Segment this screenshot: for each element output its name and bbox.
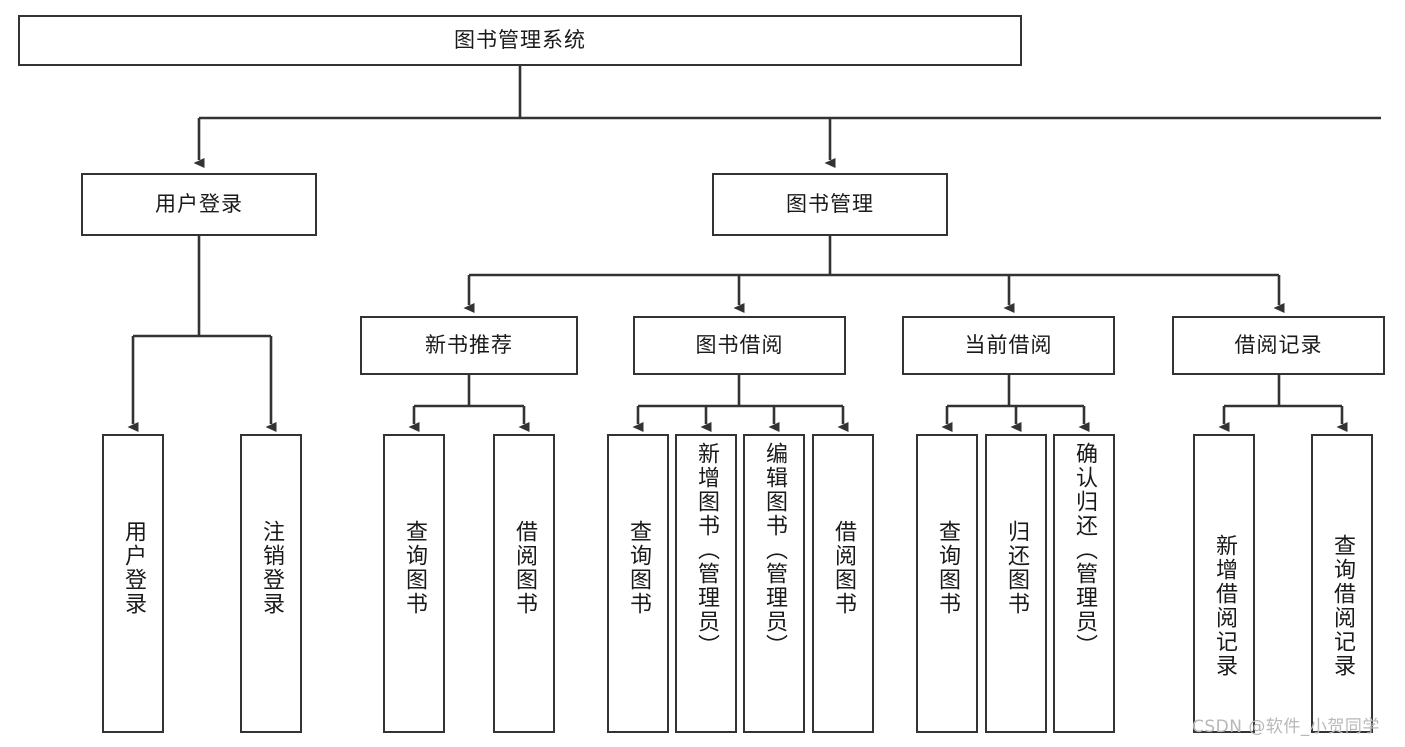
node-new-book-recommend[interactable]: 新书推荐 bbox=[360, 316, 578, 375]
node-book-manage[interactable]: 图书管理 bbox=[712, 173, 948, 236]
leaf-query-book-2-label: 查询图书 bbox=[625, 520, 651, 616]
leaf-user-logout[interactable]: 注销登录 bbox=[240, 434, 302, 733]
leaf-add-book[interactable]: 新增图书（管理员） bbox=[675, 434, 737, 733]
node-user-login[interactable]: 用户登录 bbox=[81, 173, 317, 236]
leaf-query-book-2[interactable]: 查询图书 bbox=[607, 434, 669, 733]
leaf-user-login-label: 用户登录 bbox=[120, 520, 146, 616]
leaf-confirm-return-label: 确认归还（管理员） bbox=[1071, 442, 1097, 658]
leaf-user-login[interactable]: 用户登录 bbox=[102, 434, 164, 733]
node-borrow-record[interactable]: 借阅记录 bbox=[1172, 316, 1385, 375]
node-book-borrow-label: 图书借阅 bbox=[695, 332, 784, 357]
node-current-borrow-label: 当前借阅 bbox=[964, 332, 1053, 357]
leaf-add-record-label: 新增借阅记录 bbox=[1211, 534, 1237, 678]
leaf-add-record[interactable]: 新增借阅记录 bbox=[1193, 434, 1255, 733]
leaf-borrow-book-1[interactable]: 借阅图书 bbox=[493, 434, 555, 733]
leaf-confirm-return[interactable]: 确认归还（管理员） bbox=[1053, 434, 1115, 733]
leaf-query-book-1[interactable]: 查询图书 bbox=[383, 434, 445, 733]
node-user-login-label: 用户登录 bbox=[155, 191, 243, 216]
node-root[interactable]: 图书管理系统 bbox=[18, 15, 1022, 66]
node-book-manage-label: 图书管理 bbox=[786, 191, 874, 216]
leaf-query-record-label: 查询借阅记录 bbox=[1329, 534, 1355, 678]
node-borrow-record-label: 借阅记录 bbox=[1234, 332, 1323, 357]
leaf-edit-book[interactable]: 编辑图书（管理员） bbox=[743, 434, 805, 733]
leaf-query-book-3[interactable]: 查询图书 bbox=[916, 434, 978, 733]
leaf-return-book-label: 归还图书 bbox=[1003, 520, 1029, 616]
leaf-add-book-label: 新增图书（管理员） bbox=[693, 442, 719, 658]
leaf-edit-book-label: 编辑图书（管理员） bbox=[761, 442, 787, 658]
leaf-borrow-book-1-label: 借阅图书 bbox=[511, 520, 537, 616]
leaf-query-record[interactable]: 查询借阅记录 bbox=[1311, 434, 1373, 733]
csdn-watermark: CSDN @软件_小贺同学 bbox=[1192, 717, 1380, 737]
node-book-borrow[interactable]: 图书借阅 bbox=[633, 316, 846, 375]
node-current-borrow[interactable]: 当前借阅 bbox=[902, 316, 1115, 375]
leaf-return-book[interactable]: 归还图书 bbox=[985, 434, 1047, 733]
leaf-query-book-1-label: 查询图书 bbox=[401, 520, 427, 616]
leaf-borrow-book-2-label: 借阅图书 bbox=[830, 520, 856, 616]
node-new-book-recommend-label: 新书推荐 bbox=[425, 332, 513, 357]
node-root-label: 图书管理系统 bbox=[454, 27, 586, 52]
leaf-query-book-3-label: 查询图书 bbox=[934, 520, 960, 616]
leaf-user-logout-label: 注销登录 bbox=[258, 520, 284, 616]
leaf-borrow-book-2[interactable]: 借阅图书 bbox=[812, 434, 874, 733]
